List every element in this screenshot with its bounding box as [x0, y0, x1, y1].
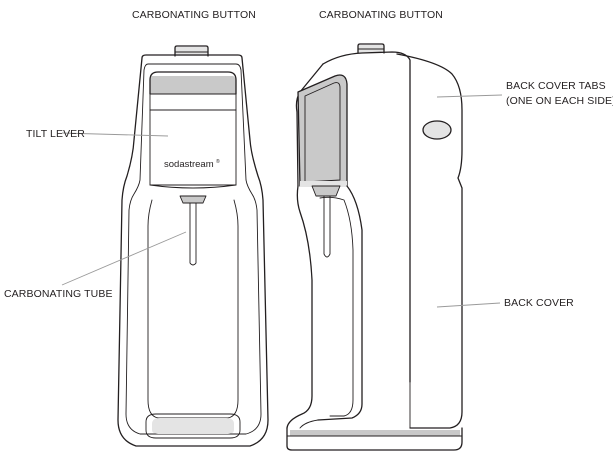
side-bottle: [319, 196, 354, 417]
label-carbonating-button-side: CARBONATING BUTTON: [319, 9, 443, 21]
carbonating-tube-front: [179, 195, 207, 266]
label-back-cover-tabs-note: (ONE ON EACH SIDE): [506, 95, 613, 107]
side-carbonating-button: [357, 43, 385, 54]
tilt-lever-front: [149, 71, 237, 189]
side-head: [322, 51, 411, 383]
tilt-lever-side: [297, 74, 348, 187]
leader-back-cover-tabs: [436, 94, 503, 98]
label-back-cover: BACK COVER: [504, 297, 574, 309]
label-tilt-lever: TILT LEVER: [26, 128, 85, 140]
side-view-machine: [286, 43, 463, 451]
side-base: [286, 381, 463, 451]
front-inner-window: [125, 63, 262, 435]
leader-lines: [61, 94, 503, 308]
front-body-outline: [117, 54, 269, 447]
callout-labels: CARBONATING BUTTON CARBONATING BUTTON TI…: [4, 9, 613, 309]
sodastream-logo: sodastream: [164, 159, 214, 170]
leader-back-cover: [436, 302, 501, 308]
registered-mark: ®: [216, 158, 220, 165]
front-view-machine: sodastream ®: [117, 45, 269, 447]
label-back-cover-tabs: BACK COVER TABS: [506, 80, 606, 92]
carbonating-tube-side: [311, 185, 341, 258]
label-carbonating-button-front: CARBONATING BUTTON: [132, 9, 256, 21]
label-carbonating-tube: CARBONATING TUBE: [4, 288, 113, 300]
front-carbonating-button: [174, 45, 209, 57]
leader-tilt-lever: [61, 132, 169, 137]
side-chassis: [286, 185, 313, 429]
front-base-tray: [145, 413, 241, 439]
back-cover: [396, 53, 463, 429]
leader-carbonating-tube: [61, 231, 187, 286]
back-cover-tab: [422, 120, 452, 140]
front-bottle: [147, 199, 239, 419]
